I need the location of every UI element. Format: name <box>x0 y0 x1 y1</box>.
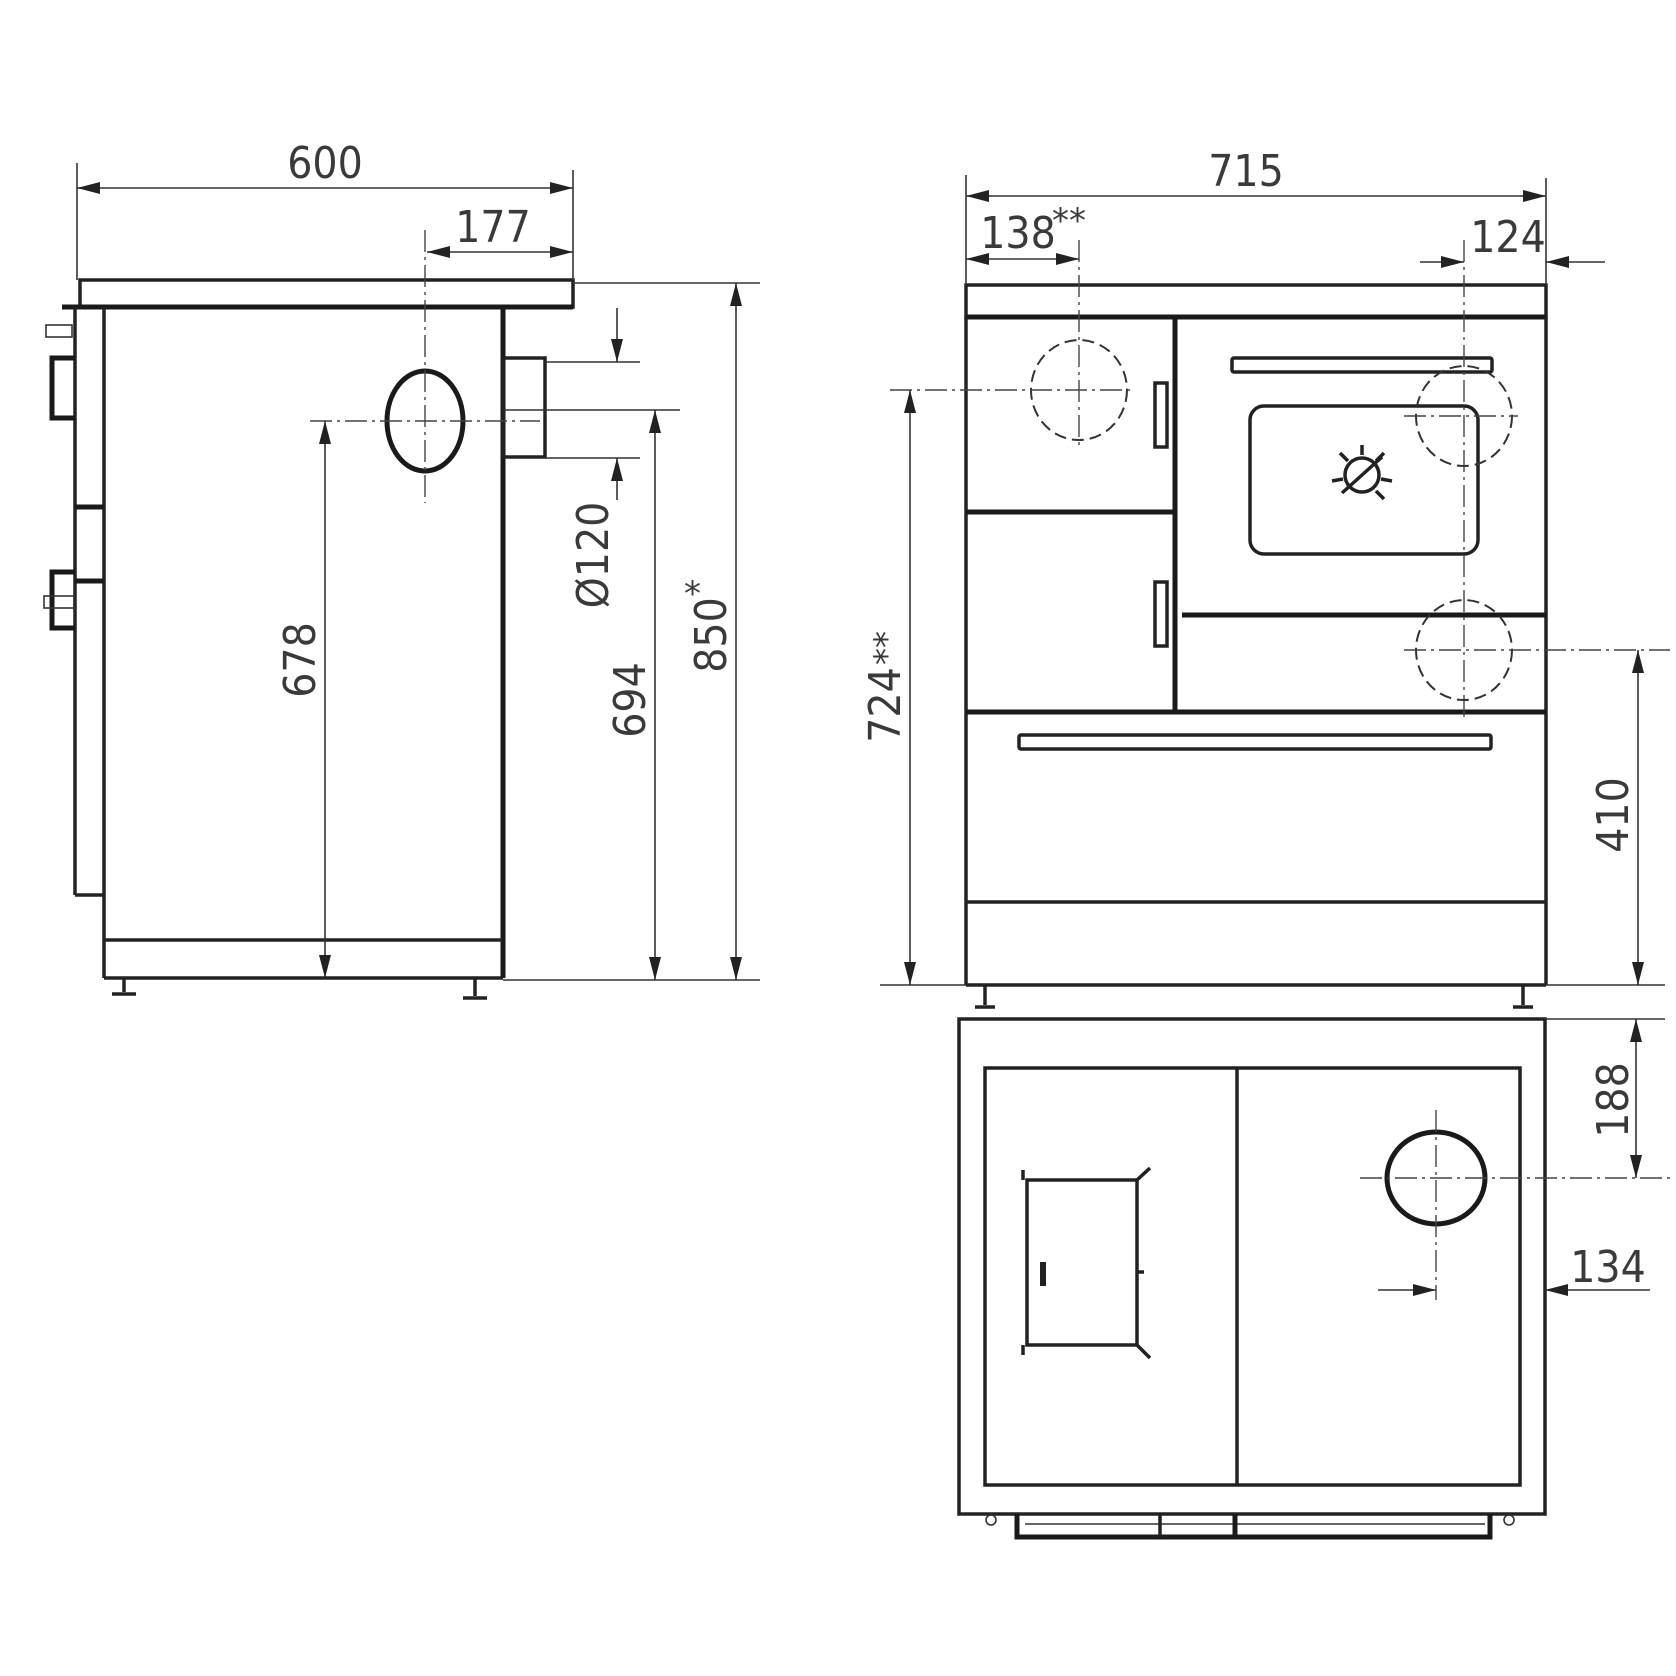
side-handle-top <box>49 355 75 421</box>
dim-flue-depth-offset: 188 <box>1588 1062 1639 1138</box>
front-leg-left <box>975 985 995 1009</box>
dim-right-flue-height: 410 <box>1588 777 1639 853</box>
dim-flue-side-offset: 134 <box>1570 1242 1646 1293</box>
thermometer-dial-icon <box>1331 445 1393 501</box>
dim-total-depth: 600 <box>287 138 363 189</box>
ash-door-latch <box>1153 580 1169 648</box>
side-handle-middle <box>49 569 75 631</box>
front-top-plate <box>964 283 1548 319</box>
front-rail <box>1014 1514 1493 1540</box>
front-leg-right <box>1513 985 1533 1009</box>
firebox-door-latch <box>1153 381 1169 449</box>
firebox-lid-handle <box>1040 1262 1046 1286</box>
dim-flue-diameter: Ø120 <box>568 502 619 609</box>
side-knob-bottom <box>43 595 75 609</box>
dim-flue-center-height: 678 <box>275 622 326 698</box>
front-view: 715 138 ** 124 724 ** 410 <box>860 146 1670 1009</box>
dim-left-flue-height-note: ** <box>867 631 907 665</box>
oven-window <box>1248 404 1480 556</box>
side-leg-front <box>112 978 136 996</box>
side-leg-back <box>463 978 487 1000</box>
dim-right-flue-offset: 124 <box>1470 212 1546 263</box>
dim-left-flue-offset: 138 <box>980 208 1056 259</box>
oven-door-handle <box>1230 356 1494 374</box>
side-view: 600 177 678 694 Ø120 850 * <box>43 138 760 1000</box>
drawer-handle <box>1017 733 1493 751</box>
side-knob-top <box>45 324 73 338</box>
side-flue-box <box>501 356 547 459</box>
dim-left-flue-offset-note: ** <box>1052 201 1086 241</box>
side-top-plate <box>78 278 575 309</box>
dim-total-width: 715 <box>1208 146 1284 197</box>
dim-left-flue-height: 724 <box>860 667 911 743</box>
firebox-lid <box>1025 1178 1139 1347</box>
top-view: 188 134 <box>957 1017 1670 1540</box>
top-cooking-plate <box>983 1066 1522 1487</box>
dim-flue-offset-back: 177 <box>455 202 531 253</box>
top-outline <box>957 1017 1547 1516</box>
dim-total-height-note: * <box>684 574 701 614</box>
dim-flue-outlet-height: 694 <box>605 662 656 738</box>
dim-total-height: 850 <box>686 597 737 673</box>
